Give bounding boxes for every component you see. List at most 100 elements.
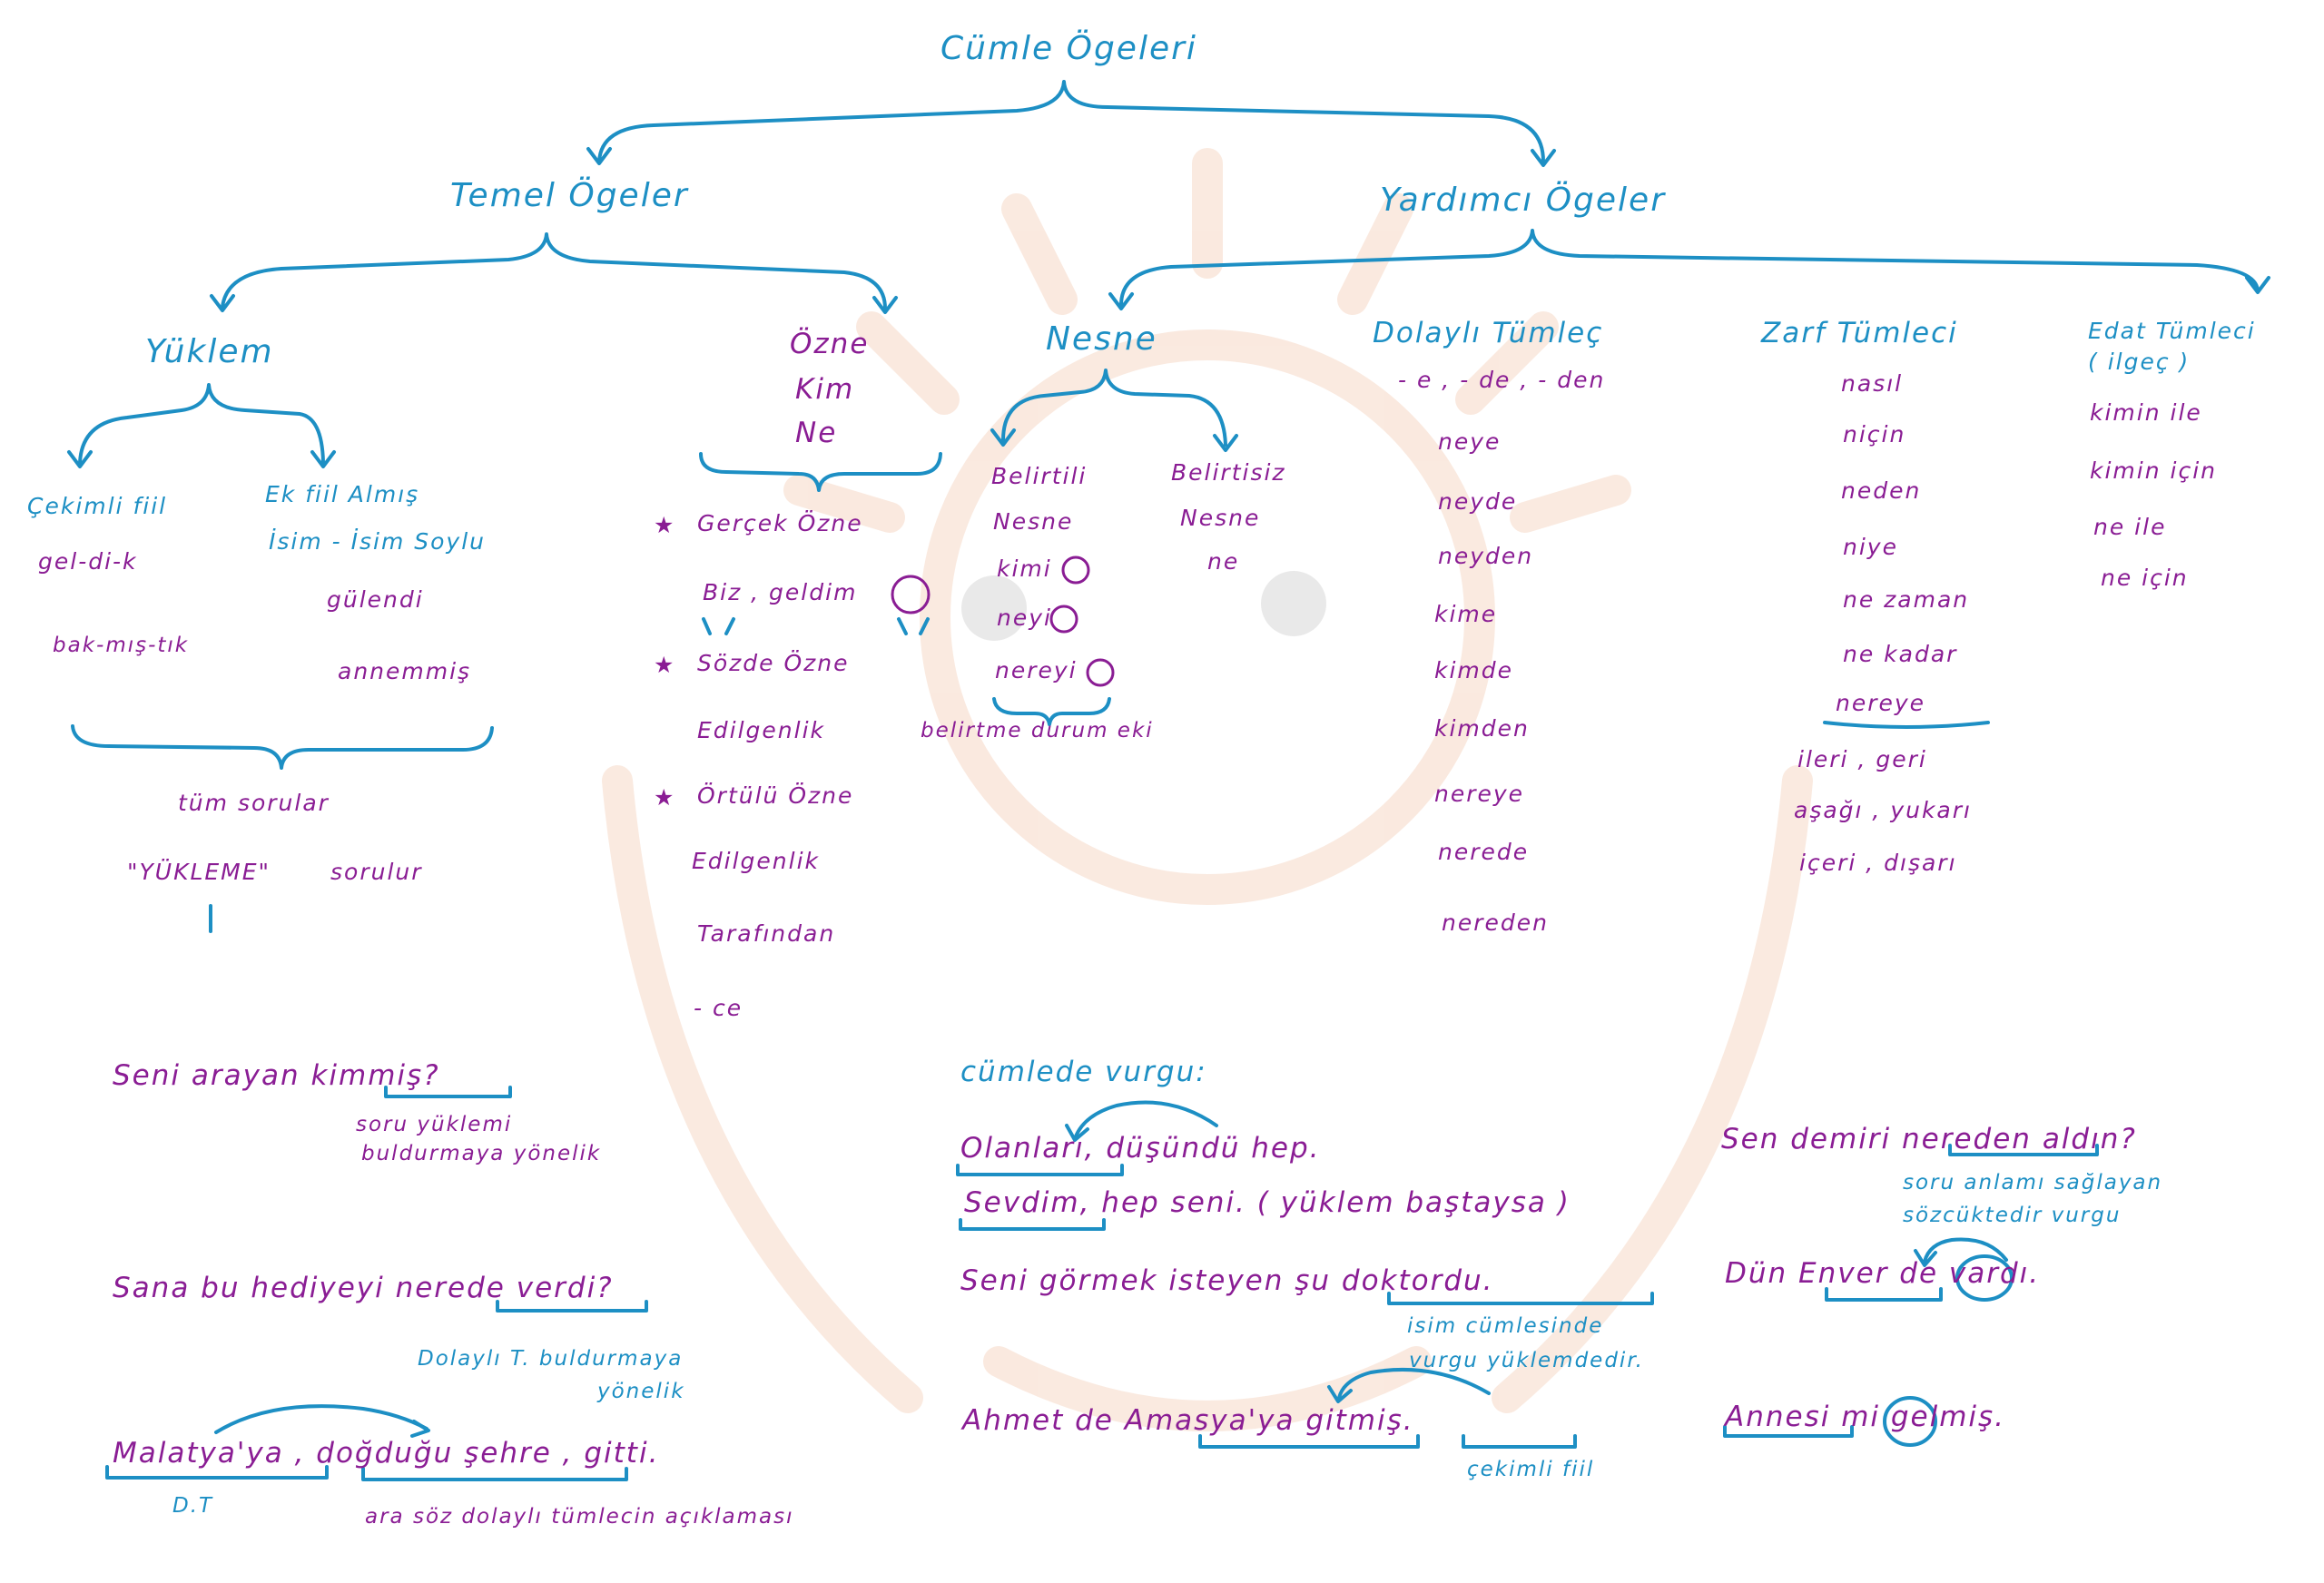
- ozne-gercek-example: Biz , geldim: [703, 579, 858, 605]
- watermark-ring: [920, 329, 1495, 905]
- arrow-head: [210, 294, 235, 312]
- arc-enver: [1923, 1237, 2008, 1263]
- vurgu-sentence: Dün Enver de vardı.: [1725, 1257, 2041, 1290]
- watermark-arc: [1492, 765, 1813, 1413]
- vurgu-note: vurgu yüklemdedir.: [1409, 1349, 1644, 1372]
- ozne-kim: Kim: [795, 373, 855, 406]
- tree-connectors: [67, 80, 2270, 1481]
- branch-temel: Temel Ögeler: [450, 177, 689, 214]
- zarf-underline: [1823, 721, 1990, 729]
- zarf-item: ileri , geri: [1797, 746, 1927, 772]
- zarf-item: niçin: [1843, 421, 1906, 447]
- example-note: yönelik: [597, 1380, 685, 1403]
- purple-marks: [891, 556, 1115, 687]
- nesne-belirtisiz: Belirtisiz: [1171, 459, 1286, 486]
- arrow-head: [67, 450, 93, 468]
- example-sentence: Sana bu hediyeyi nerede verdi?: [113, 1272, 614, 1304]
- circle-i-neyi: [1049, 605, 1078, 634]
- watermark-ray: [1510, 475, 1631, 533]
- zarf-item: ne kadar: [1843, 641, 1958, 667]
- yuklem-sorulur: sorulur: [330, 859, 423, 885]
- vurgu-sentence: Sen demiri nereden aldın?: [1721, 1123, 2137, 1155]
- watermark-dot-left: [961, 575, 1027, 641]
- zarf-item: niye: [1843, 534, 1898, 560]
- ozne-ce: - ce: [694, 995, 743, 1021]
- arrow-head: [1327, 1385, 1353, 1403]
- nesne-neyi: neyi: [997, 605, 1052, 631]
- example-sentence: Seni arayan kimmiş?: [113, 1059, 440, 1092]
- circle-i-kimi: [1061, 556, 1090, 585]
- edat-item: kimin ile: [2090, 399, 2202, 426]
- branch-yardimci: Yardımcı Ögeler: [1380, 182, 1666, 219]
- underline-malatya: [105, 1465, 329, 1480]
- underline-annesi: [1723, 1425, 1854, 1438]
- vurgu-note: çekimli fiil: [1467, 1458, 1595, 1481]
- dolayli-title: Dolaylı Tümleç: [1373, 317, 1604, 349]
- edat-item: ne ile: [2093, 514, 2167, 540]
- underline-sevdim: [959, 1218, 1106, 1231]
- nesne-belirtili-nesne: Nesne: [993, 508, 1074, 535]
- ozne-title: Özne: [790, 328, 870, 360]
- arrow-head: [586, 147, 612, 165]
- zarf-item: nasıl: [1841, 370, 1904, 397]
- arc-olanlari: [1074, 1100, 1218, 1138]
- example-note: buldurmaya yönelik: [361, 1142, 602, 1165]
- watermark-arc: [602, 765, 923, 1413]
- star-icon: ★: [654, 784, 676, 811]
- ozne-ortulu: Örtülü Özne: [697, 782, 854, 809]
- vurgu-sentence: Olanları, düşündü hep.: [960, 1132, 1321, 1165]
- yuklem-title: Yüklem: [145, 333, 274, 370]
- underline-enver: [1825, 1287, 1943, 1302]
- ozne-ne: Ne: [795, 417, 838, 449]
- nereyi-brace: [992, 697, 1111, 726]
- underline-su-doktordu: [1387, 1292, 1654, 1305]
- ozne-tarafindan: Tarafından: [697, 920, 836, 947]
- dolayli-item: kime: [1434, 601, 1498, 627]
- nesne-belirtili: Belirtili: [991, 463, 1088, 489]
- arrow-head: [872, 296, 898, 314]
- yuklem-tum-sorular: tüm sorular: [178, 790, 330, 816]
- title: Cümle Ögeleri: [940, 30, 1197, 67]
- zarf-title: Zarf Tümleci: [1761, 317, 1958, 349]
- arc-amasya: [1337, 1367, 1491, 1400]
- watermark-ray: [783, 475, 905, 533]
- example-sentence: Malatya'ya , doğduğu şehre , gitti.: [113, 1437, 660, 1470]
- yuklem-brace: [78, 383, 325, 465]
- vurgu-sentence: Seni görmek isteyen şu doktordu.: [960, 1264, 1494, 1297]
- vurgu-sentence: Annesi mi gelmiş.: [1725, 1401, 2006, 1433]
- temel-brace: [221, 232, 887, 310]
- watermark-ray: [1001, 193, 1078, 315]
- zarf-item: aşağı , yukarı: [1794, 797, 1972, 823]
- arrow-head: [1213, 434, 1238, 452]
- dolayli-item: nereye: [1434, 781, 1525, 807]
- arrow-head: [2245, 276, 2270, 294]
- arrow-head: [1531, 149, 1556, 167]
- star-icon: ★: [654, 512, 676, 538]
- watermark-logo: [602, 148, 1813, 1431]
- arrow-head: [310, 450, 336, 468]
- underline-olanlari: [956, 1164, 1124, 1176]
- dolayli-item: kimde: [1434, 657, 1514, 683]
- yuklem-yukleme: "YÜKLEME": [127, 859, 271, 885]
- edat-subtitle: ( ilgeç ): [2088, 349, 2191, 375]
- star-icon: ★: [654, 652, 676, 678]
- zarf-item: ne zaman: [1843, 586, 1970, 613]
- circle-de: [1955, 1254, 2014, 1302]
- ozne-edilgenlik-2: Edilgenlik: [692, 848, 821, 874]
- root-brace: [597, 80, 1545, 163]
- nesne-belirtisiz-nesne: Nesne: [1180, 505, 1261, 531]
- watermark-ray: [1337, 193, 1413, 315]
- arrow-head: [1108, 292, 1134, 310]
- dolayli-item: neye: [1438, 428, 1502, 455]
- yuklem-example-3: gülendi: [327, 586, 424, 613]
- ozne-brace: [699, 452, 942, 492]
- edat-item: kimin için: [2090, 457, 2217, 484]
- arrow-head: [1065, 1124, 1089, 1142]
- arrow-head: [1914, 1249, 1937, 1267]
- watermark-ray: [856, 311, 960, 415]
- yuklem-bottom-brace: [71, 724, 494, 770]
- yuklem-isim-soylu: İsim - İsim Soylu: [269, 528, 487, 555]
- vurgu-sentence: Sevdim, hep seni. ( yüklem baştaysa ): [964, 1186, 1571, 1219]
- ozne-sozde: Sözde Özne: [697, 650, 850, 676]
